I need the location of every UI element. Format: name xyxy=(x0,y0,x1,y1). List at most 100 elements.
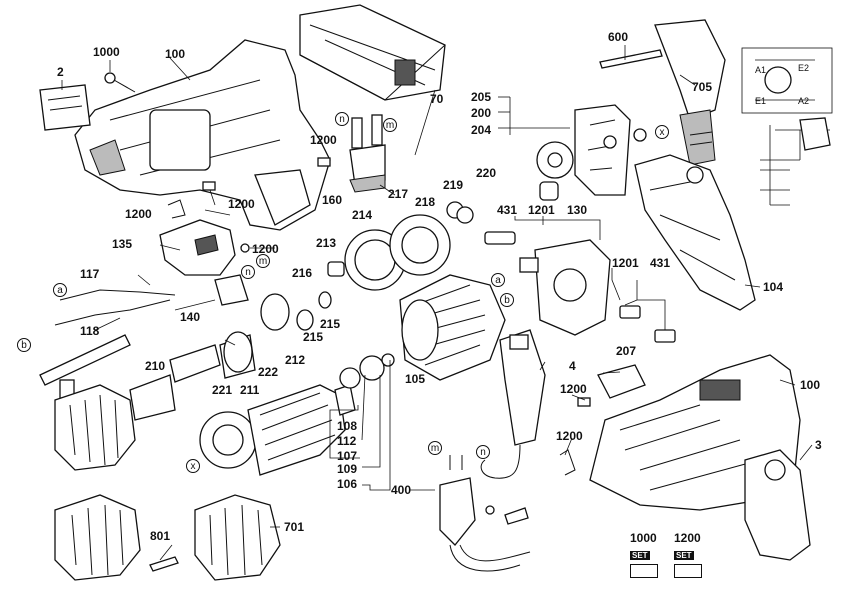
screw-801 xyxy=(149,556,179,572)
callout-b: b xyxy=(17,338,31,352)
wiring-label-e1: E1 xyxy=(755,96,767,106)
brush-cover-207 xyxy=(597,364,646,399)
label-431: 431 xyxy=(497,203,518,217)
label-214: 214 xyxy=(352,208,373,222)
handle-104 xyxy=(634,154,756,311)
label-705: 705 xyxy=(692,80,713,94)
callout-x: x xyxy=(655,125,669,139)
label-109: 109 xyxy=(337,462,358,476)
label-1200: 1200 xyxy=(125,207,152,221)
power-cord xyxy=(480,329,546,479)
armature xyxy=(199,353,395,476)
switch-400 xyxy=(439,455,531,572)
chuck-left xyxy=(54,374,176,471)
set-tag: SET xyxy=(630,551,650,560)
label-213: 213 xyxy=(316,236,337,250)
label-1200: 1200 xyxy=(228,197,255,211)
screw-1000 xyxy=(104,72,136,93)
housing-half-right xyxy=(589,354,811,561)
label-4: 4 xyxy=(569,359,576,373)
label-200: 200 xyxy=(471,106,492,120)
label-118: 118 xyxy=(80,324,100,338)
label-215: 215 xyxy=(320,317,341,331)
label-1201: 1201 xyxy=(528,203,555,217)
label-431: 431 xyxy=(650,256,671,270)
label-106: 106 xyxy=(337,477,358,491)
label-140: 140 xyxy=(180,310,201,324)
set-number: 1200 xyxy=(674,531,701,545)
screw-set-icon xyxy=(630,564,658,578)
label-1200: 1200 xyxy=(310,133,337,147)
wiring-label-e2: E2 xyxy=(798,63,810,73)
label-70: 70 xyxy=(430,92,444,106)
brush-holder-130 xyxy=(484,231,676,343)
label-1200: 1200 xyxy=(252,242,279,256)
wiring-label-a2: A2 xyxy=(798,96,810,106)
label-3: 3 xyxy=(815,438,822,452)
label-217: 217 xyxy=(388,187,409,201)
leader-lines xyxy=(61,45,813,561)
clip-1200 xyxy=(167,199,186,219)
label-216: 216 xyxy=(292,266,313,280)
callout-b: b xyxy=(500,293,514,307)
label-212: 212 xyxy=(285,353,306,367)
pin-1200-right xyxy=(577,397,591,407)
label-701: 701 xyxy=(284,520,305,534)
set-box-1200: 1200 SET xyxy=(674,531,702,578)
label-207: 207 xyxy=(616,344,637,358)
housing-half-left xyxy=(74,39,331,231)
label-205: 205 xyxy=(471,90,492,104)
label-1201: 1201 xyxy=(612,256,639,270)
label-400: 400 xyxy=(391,483,412,497)
label-160: 160 xyxy=(322,193,343,207)
chuck-bottom-right xyxy=(194,494,281,581)
switch-160 xyxy=(349,114,386,193)
label-130: 130 xyxy=(567,203,588,217)
callout-m: m xyxy=(383,118,397,132)
field-coil-105 xyxy=(399,274,506,381)
callout-n: n xyxy=(476,445,490,459)
label-117: 117 xyxy=(80,267,100,281)
carry-case xyxy=(299,4,446,101)
label-sticker xyxy=(39,84,91,131)
label-220: 220 xyxy=(476,166,497,180)
callout-x: x xyxy=(186,459,200,473)
callout-a: a xyxy=(491,273,505,287)
clip-set-icon xyxy=(674,564,702,578)
pin-1200 xyxy=(317,157,331,167)
label-1200: 1200 xyxy=(556,429,583,443)
callout-a: a xyxy=(53,283,67,297)
label-108: 108 xyxy=(337,419,358,433)
label-222: 222 xyxy=(258,365,279,379)
label-2: 2 xyxy=(57,65,64,79)
wiring-schematic xyxy=(741,47,833,206)
set-number: 1000 xyxy=(630,531,657,545)
label-210: 210 xyxy=(145,359,166,373)
callout-n: n xyxy=(241,265,255,279)
label-100: 100 xyxy=(165,47,186,61)
cable-117 xyxy=(59,289,176,301)
switch-135 xyxy=(159,219,250,306)
set-tag: SET xyxy=(674,551,694,560)
spindle-assembly xyxy=(169,291,332,383)
set-box-1000: 1000 SET xyxy=(630,531,658,578)
label-600: 600 xyxy=(608,30,629,44)
clip-1200-right xyxy=(559,449,576,476)
label-105: 105 xyxy=(405,372,426,386)
label-104: 104 xyxy=(763,280,784,294)
chuck-key xyxy=(39,334,131,386)
label-112: 112 xyxy=(337,434,357,448)
label-218: 218 xyxy=(415,195,436,209)
label-100: 100 xyxy=(800,378,821,392)
label-107: 107 xyxy=(337,449,358,463)
gear-set xyxy=(327,201,474,291)
wiring-label-a1: A1 xyxy=(755,65,767,75)
label-801: 801 xyxy=(150,529,171,543)
label-219: 219 xyxy=(443,178,464,192)
chuck-bottom-left xyxy=(54,494,141,581)
label-204: 204 xyxy=(471,123,492,137)
label-211: 211 xyxy=(240,383,260,397)
callout-m: m xyxy=(256,254,270,268)
